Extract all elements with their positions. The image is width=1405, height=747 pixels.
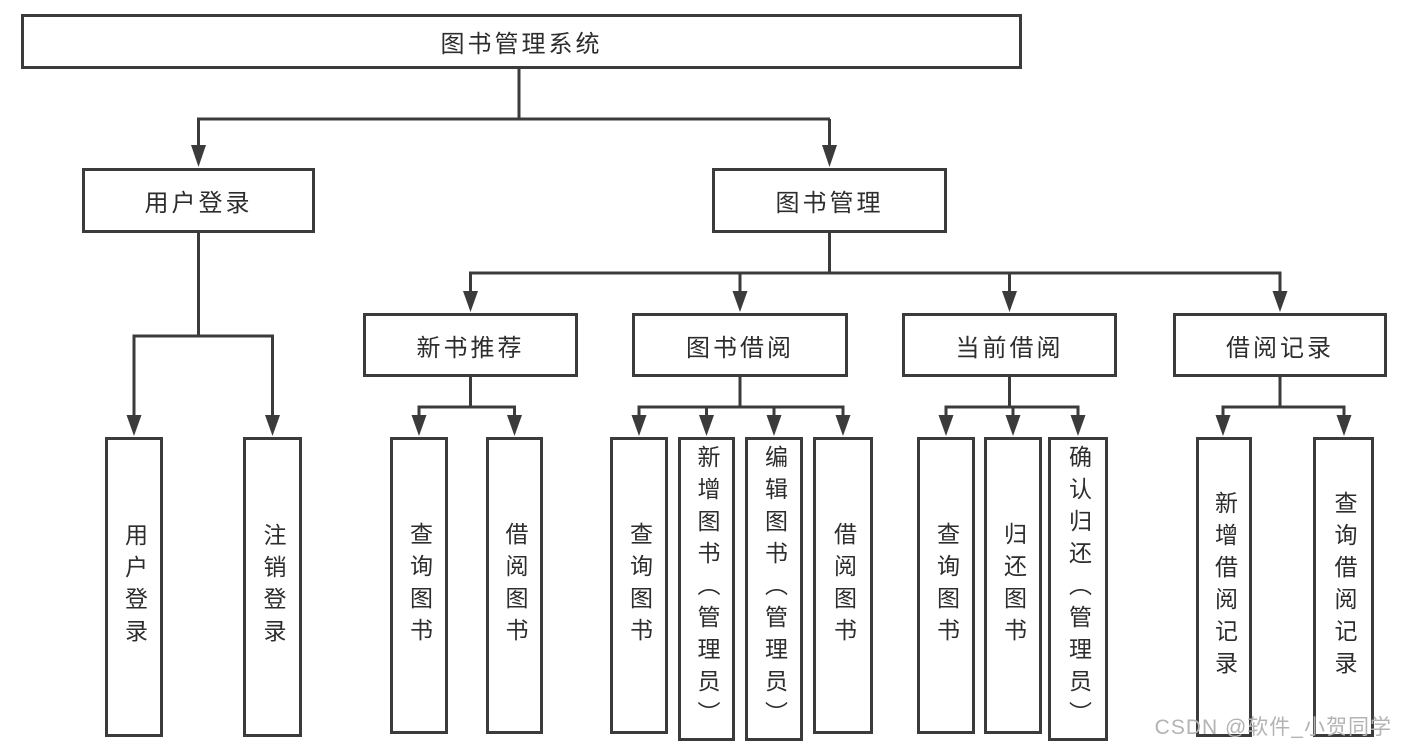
node-label: 新增借阅记录	[1211, 491, 1238, 683]
node-label: 查询图书	[933, 521, 960, 650]
node-label: 借阅记录	[1226, 334, 1334, 362]
node-label: 查询图书	[626, 521, 653, 650]
leaf-confirm-return-admin: 确认归还（管理员）	[1048, 437, 1108, 741]
node-label: 图书管理系统	[440, 31, 603, 58]
leaf-query-books-borrow: 查询图书	[610, 437, 668, 734]
node-label: 借阅图书	[830, 521, 857, 650]
node-label: 编辑图书（管理员）	[761, 445, 788, 733]
leaf-borrow-books-recommend: 借阅图书	[486, 437, 543, 734]
node-new-book-recommendation: 新书推荐	[363, 313, 578, 377]
node-current-borrowing: 当前借阅	[902, 313, 1117, 377]
node-book-management-module: 图书管理	[712, 168, 947, 233]
node-book-borrowing: 图书借阅	[632, 313, 848, 377]
leaf-query-borrow-record: 查询借阅记录	[1313, 437, 1374, 737]
leaf-query-books-recommend: 查询图书	[390, 437, 448, 734]
node-label: 新增图书（管理员）	[694, 445, 720, 733]
node-label: 查询借阅记录	[1331, 491, 1357, 683]
node-label: 用户登录	[121, 523, 148, 651]
leaf-logout: 注销登录	[243, 437, 302, 737]
node-label: 当前借阅	[955, 334, 1064, 362]
node-label: 确认归还（管理员）	[1065, 445, 1092, 733]
leaf-query-books-current: 查询图书	[917, 437, 975, 734]
node-borrowing-records: 借阅记录	[1173, 313, 1387, 377]
node-label: 用户登录	[144, 190, 253, 217]
leaf-return-books: 归还图书	[984, 437, 1042, 734]
node-label: 归还图书	[1000, 521, 1027, 650]
node-root-library-system: 图书管理系统	[21, 14, 1022, 69]
leaf-borrow-books: 借阅图书	[813, 437, 873, 734]
node-label: 图书管理	[775, 190, 884, 217]
node-label: 图书借阅	[686, 334, 794, 362]
leaf-add-borrow-record: 新增借阅记录	[1196, 437, 1252, 737]
connector-group	[132, 69, 1346, 415]
csdn-watermark: CSDN @软件_小贺同学	[1154, 716, 1392, 739]
arrowheads	[126, 145, 1352, 436]
node-label: 查询图书	[406, 521, 433, 650]
node-label: 注销登录	[260, 523, 286, 651]
leaf-edit-books-admin: 编辑图书（管理员）	[745, 437, 803, 741]
node-user-login-module: 用户登录	[82, 168, 315, 233]
leaf-add-books-admin: 新增图书（管理员）	[678, 437, 735, 741]
leaf-user-login: 用户登录	[105, 437, 163, 737]
node-label: 新书推荐	[416, 334, 525, 362]
node-label: 借阅图书	[502, 521, 528, 650]
